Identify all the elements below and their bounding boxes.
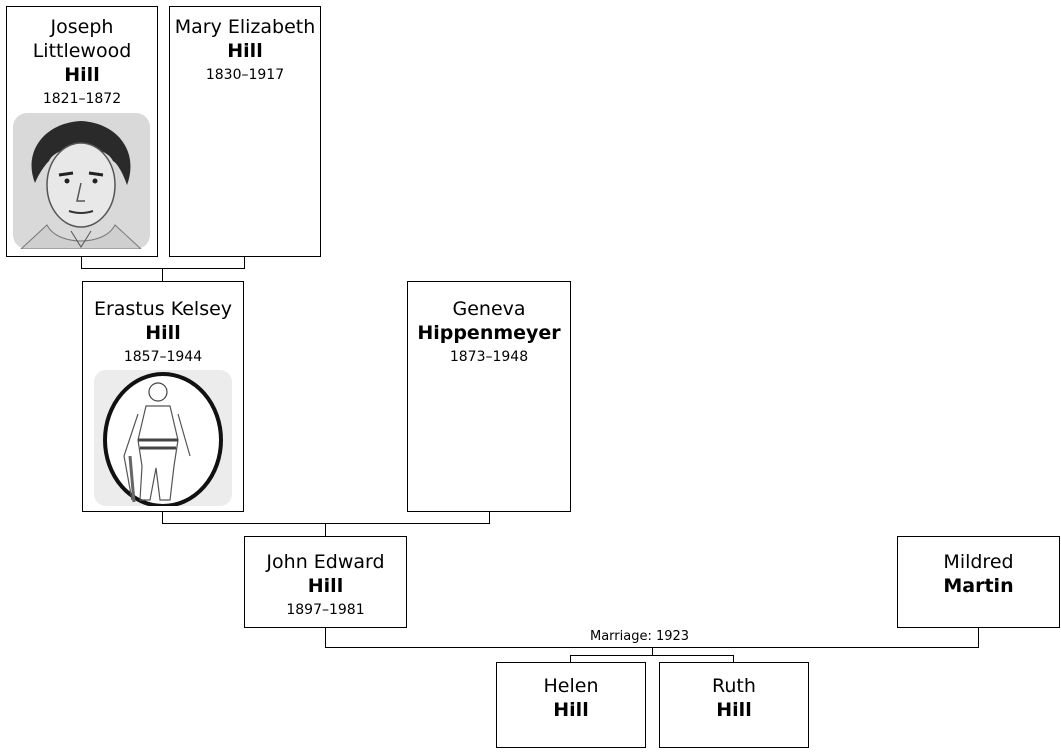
connector-marriage-to-children bbox=[652, 647, 653, 656]
surname: Martin bbox=[943, 575, 1014, 597]
connector-john-down bbox=[325, 627, 326, 648]
surname: Hill bbox=[716, 699, 752, 721]
surname: Hill bbox=[553, 699, 589, 721]
given-name: Geneva bbox=[452, 298, 526, 320]
given-name: Mary Elizabeth bbox=[174, 16, 316, 38]
connector-helen-up bbox=[570, 655, 571, 663]
life-dates: 1857–1944 bbox=[123, 349, 203, 365]
life-dates: 1830–1917 bbox=[205, 67, 285, 83]
given-name: Joseph Littlewood bbox=[32, 16, 132, 62]
surname: Hill bbox=[145, 322, 181, 344]
marriage-label: Marriage: 1923 bbox=[588, 629, 692, 644]
life-dates: 1821–1872 bbox=[42, 91, 122, 107]
given-name: John Edward bbox=[266, 551, 385, 573]
given-name: Mildred bbox=[943, 551, 1014, 573]
connector-ruth-up bbox=[733, 655, 734, 663]
connector-geneva-down bbox=[489, 511, 490, 524]
person-john-hill[interactable]: John Edward Hill 1897–1981 bbox=[244, 536, 407, 628]
surname: Hill bbox=[307, 575, 344, 597]
surname: Hill bbox=[64, 64, 100, 86]
connector-mary-down bbox=[244, 256, 245, 269]
connector-mildred-down bbox=[978, 627, 979, 648]
surname: Hill bbox=[227, 40, 263, 62]
connector-erastus-down bbox=[162, 511, 163, 524]
life-dates: 1873–1948 bbox=[449, 349, 529, 365]
given-name: Helen bbox=[543, 675, 599, 697]
erastus-portrait-icon bbox=[94, 370, 232, 506]
connector-gen1-horizontal bbox=[81, 268, 245, 269]
connector-gen1-to-erastus bbox=[162, 268, 163, 282]
connector-gen2-horizontal bbox=[162, 523, 490, 524]
given-name: Ruth bbox=[712, 675, 756, 697]
surname: Hippenmeyer bbox=[417, 322, 561, 344]
connector-gen2-to-john bbox=[325, 523, 326, 537]
person-helen-hill[interactable]: Helen Hill bbox=[496, 662, 646, 748]
person-ruth-hill[interactable]: Ruth Hill bbox=[659, 662, 809, 748]
connector-joseph-down bbox=[81, 256, 82, 269]
person-mary-hill[interactable]: Mary Elizabeth Hill 1830–1917 bbox=[169, 6, 321, 257]
connector-children-horizontal bbox=[570, 655, 734, 656]
person-geneva-hippenmeyer[interactable]: Geneva Hippenmeyer 1873–1948 bbox=[407, 281, 571, 512]
joseph-portrait-icon bbox=[13, 113, 150, 249]
life-dates: 1897–1981 bbox=[286, 602, 365, 618]
person-mildred-martin[interactable]: Mildred Martin bbox=[897, 536, 1060, 628]
given-name: Erastus Kelsey bbox=[93, 298, 233, 320]
